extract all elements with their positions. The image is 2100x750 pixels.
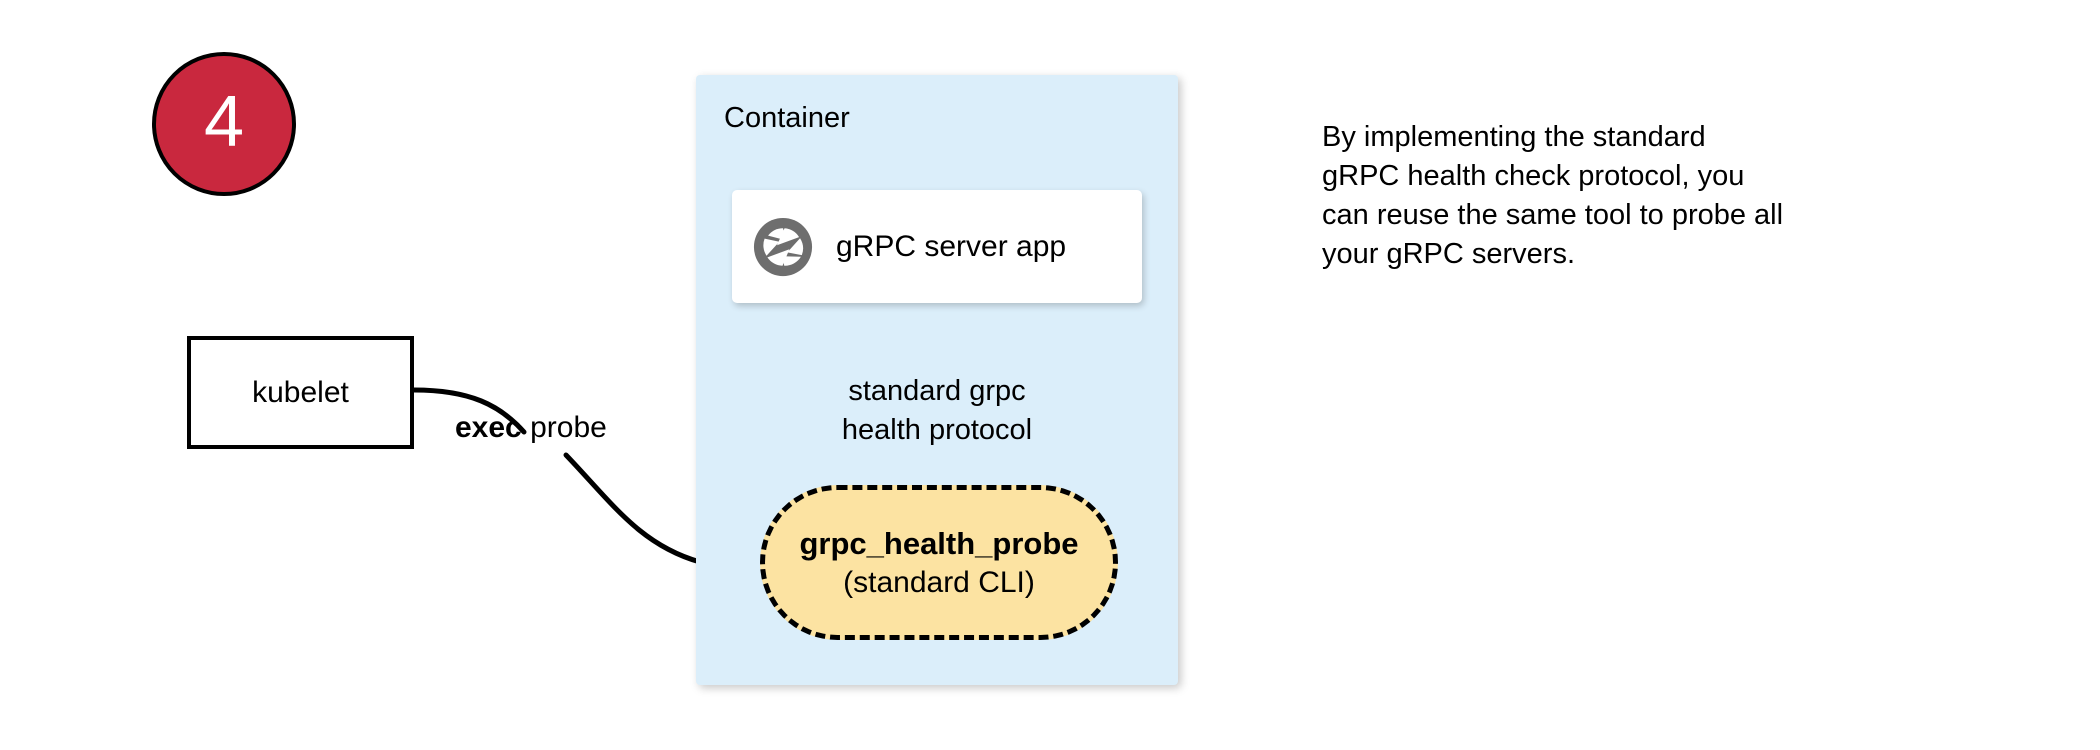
step-badge: 4 bbox=[152, 52, 296, 196]
side-note-line-4: your gRPC servers. bbox=[1322, 238, 1576, 270]
grpc-aperture-icon bbox=[753, 217, 813, 276]
exec-probe-bold-text: exec bbox=[455, 411, 522, 444]
side-note: By implementing the standard gRPC health… bbox=[1322, 118, 1922, 274]
grpc-server-app-card: gRPC server app bbox=[732, 190, 1142, 303]
side-note-line-3: can reuse the same tool to probe all bbox=[1322, 199, 1784, 231]
health-protocol-edge-label: standard grpc health protocol bbox=[696, 372, 1178, 450]
exec-probe-connector-segment-a bbox=[411, 387, 527, 435]
health-protocol-line-1: standard grpc bbox=[848, 375, 1026, 407]
grpc-health-probe-capsule: grpc_health_probe (standard CLI) bbox=[760, 485, 1118, 640]
side-note-line-2: gRPC health check protocol, you bbox=[1322, 160, 1745, 192]
container-title: Container bbox=[724, 102, 850, 134]
kubelet-box: kubelet bbox=[187, 336, 414, 449]
step-badge-number: 4 bbox=[203, 82, 245, 162]
grpc-health-probe-title: grpc_health_probe bbox=[799, 525, 1079, 561]
side-note-line-1: By implementing the standard bbox=[1322, 121, 1706, 153]
exec-probe-text: probe bbox=[521, 411, 607, 444]
grpc-health-probe-subtitle: (standard CLI) bbox=[843, 565, 1035, 599]
grpc-server-app-label: gRPC server app bbox=[836, 230, 1067, 263]
kubelet-label: kubelet bbox=[252, 376, 349, 409]
exec-probe-edge-label: exec probe bbox=[455, 411, 607, 444]
health-protocol-line-2: health protocol bbox=[841, 414, 1033, 446]
